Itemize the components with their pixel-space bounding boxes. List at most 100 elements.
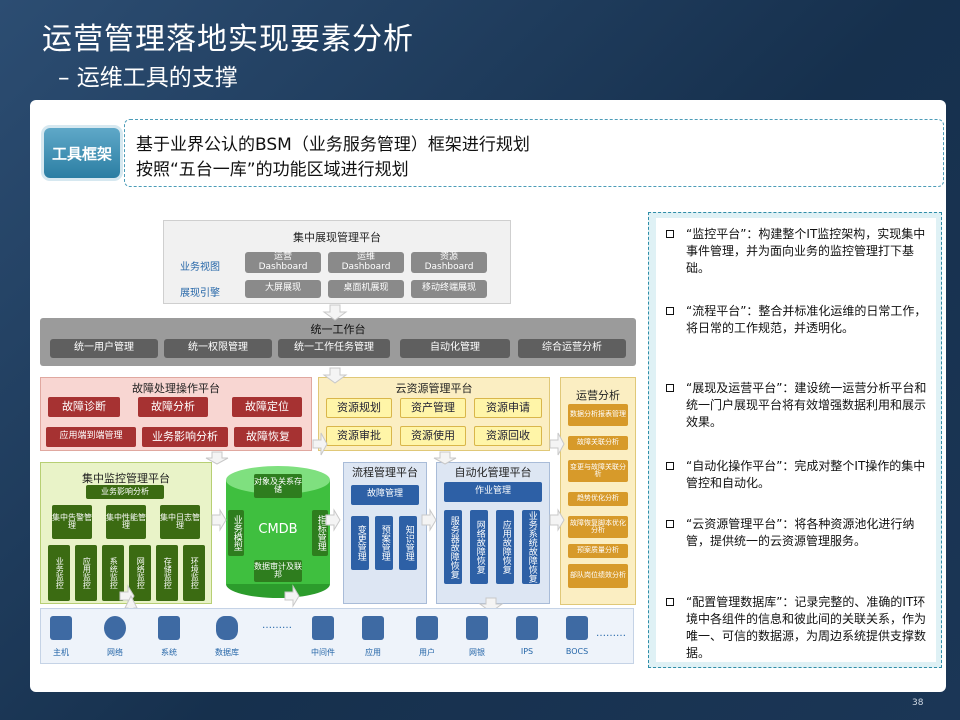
slide-subtitle: – 运维工具的支撑 xyxy=(58,65,238,91)
workbench-analysis: 综合运营分析 xyxy=(518,339,626,358)
workbench-user: 统一用户管理 xyxy=(50,339,158,358)
headline-line-1: 基于业界公认的BSM（业务服务管理）框架进行规划 xyxy=(136,135,530,155)
database-icon xyxy=(216,616,238,640)
notes-inner xyxy=(656,218,936,662)
business-system-recovery: 业务系统故障恢复 xyxy=(522,510,540,584)
monitor-environment: 环境监控 xyxy=(183,545,205,601)
bullet-monitor-text: “监控平台”：构建整个IT监控架构，实现集中事件管理，并为面向业务的监控管理打下… xyxy=(686,227,926,275)
host-icon xyxy=(50,616,72,640)
ips-icon xyxy=(516,616,538,640)
ops-item-6: 预案质量分析 xyxy=(568,544,628,558)
cmdb-object-storage: 对象及关系存储 xyxy=(254,474,302,498)
resource-request: 资源申请 xyxy=(474,398,542,418)
page-number: 38 xyxy=(912,698,924,708)
bullet-cloud-text: “云资源管理平台”：将各种资源池化进行纳管，提供统一的云资源管理服务。 xyxy=(686,517,915,548)
ops-item-7: 部队岗位绩效分析 xyxy=(568,564,628,588)
system-icon xyxy=(158,616,180,640)
workbench-title: 统一工作台 xyxy=(310,323,366,336)
resource-usage: 资源使用 xyxy=(400,426,466,446)
bullet-process-text: “流程平台”：整合并标准化运维的日常工作，将日常的工作规范，并透明化。 xyxy=(686,304,927,335)
dashboard-maint: 运维 Dashboard xyxy=(328,252,404,273)
user-icon xyxy=(416,616,438,640)
monitor-application: 应用监控 xyxy=(75,545,97,601)
automation-platform-title: 自动化管理平台 xyxy=(454,466,532,479)
slide-title: 运营管理落地实现要素分析 xyxy=(42,22,414,57)
bullet-monitor: “监控平台”：构建整个IT监控架构，实现集中事件管理，并为面向业务的监控管理打下… xyxy=(664,226,932,277)
network-recovery: 网络故障恢复 xyxy=(470,510,488,584)
central-log: 集中日志管理 xyxy=(160,505,200,539)
monitor-business: 业务监控 xyxy=(48,545,70,601)
bocs-icon xyxy=(566,616,588,640)
bullet-cmdb-text: “配置管理数据库”：记录完整的、准确的IT环境中各组件的信息和彼此间的关联关系，… xyxy=(686,595,927,660)
resource-application: 应用 xyxy=(365,648,381,657)
ellipsis-left: ……… xyxy=(262,620,292,631)
cmdb-business-model: 业务模型 xyxy=(228,510,244,556)
resource-network: 网络 xyxy=(107,648,123,657)
monitor-system: 系统监控 xyxy=(102,545,124,601)
resource-bocs: BOCS xyxy=(565,647,589,656)
fault-platform-title: 故障处理操作平台 xyxy=(132,382,220,395)
ops-analysis-title: 运营分析 xyxy=(576,389,620,402)
ebank-icon xyxy=(466,616,488,640)
dashboard-ops: 运营 Dashboard xyxy=(245,252,321,273)
resource-ips: IPS xyxy=(520,647,534,656)
process-platform-title: 流程管理平台 xyxy=(352,466,418,479)
resource-planning: 资源规划 xyxy=(326,398,392,418)
resource-host: 主机 xyxy=(53,648,69,657)
ops-item-3: 变更与故障关联分析 xyxy=(568,460,628,482)
cloud-platform-title: 云资源管理平台 xyxy=(395,382,473,395)
server-recovery: 服务器故障恢复 xyxy=(444,510,462,584)
business-impact: 业务影响分析 xyxy=(142,427,228,447)
resource-database: 数据库 xyxy=(215,648,239,657)
bullet-cloud: “云资源管理平台”：将各种资源池化进行纳管，提供统一的云资源管理服务。 xyxy=(664,516,932,550)
display-engine-label: 展现引擎 xyxy=(180,288,220,299)
bullet-automation: “自动化操作平台”：完成对整个IT操作的集中管控和自动化。 xyxy=(664,458,932,492)
change-management: 变更管理 xyxy=(351,516,369,570)
engine-desktop: 桌面机展现 xyxy=(328,280,404,298)
asset-management: 资产管理 xyxy=(400,398,466,418)
bullet-display-text: “展现及运营平台”：建设统一运营分析平台和统一门户展现平台将有效增强数据利用和展… xyxy=(686,381,927,429)
knowledge-management: 知识管理 xyxy=(399,516,417,570)
fault-diagnosis: 故障诊断 xyxy=(48,397,120,417)
bullet-automation-text: “自动化操作平台”：完成对整个IT操作的集中管控和自动化。 xyxy=(686,459,926,490)
dashboard-resource: 资源 Dashboard xyxy=(411,252,487,273)
job-management: 作业管理 xyxy=(444,482,542,502)
central-performance: 集中性能管理 xyxy=(106,505,146,539)
connector-arrows xyxy=(119,304,565,616)
engine-mobile: 移动终端展现 xyxy=(411,280,487,298)
resource-ebank: 网银 xyxy=(469,648,485,657)
workbench-permission: 统一权限管理 xyxy=(164,339,272,358)
ops-item-4: 趋势优化分析 xyxy=(568,492,628,506)
resource-user: 用户 xyxy=(419,648,435,657)
bullet-cmdb: “配置管理数据库”：记录完整的、准确的IT环境中各组件的信息和彼此间的关联关系，… xyxy=(664,594,932,662)
plan-management: 预案管理 xyxy=(375,516,393,570)
resource-recycle: 资源回收 xyxy=(474,426,542,446)
resource-middleware: 中间件 xyxy=(311,648,335,657)
cmdb-data-audit: 数据审计及联邦 xyxy=(254,560,302,582)
bullet-display: “展现及运营平台”：建设统一运营分析平台和统一门户展现平台将有效增强数据利用和展… xyxy=(664,380,932,431)
engine-bigscreen: 大屏展现 xyxy=(245,280,321,298)
central-alarm: 集中告警管理 xyxy=(52,505,92,539)
monitor-storage: 存储监控 xyxy=(156,545,178,601)
cmdb-name: CMDB xyxy=(258,522,298,537)
network-icon xyxy=(104,616,126,640)
display-platform-title: 集中展现管理平台 xyxy=(293,231,381,244)
monitor-platform-title: 集中监控管理平台 xyxy=(82,472,170,485)
fault-location: 故障定位 xyxy=(232,397,302,417)
fault-analysis: 故障分析 xyxy=(138,397,208,417)
app-end-to-end: 应用端到端管理 xyxy=(46,427,136,447)
headline-line-2: 按照“五台一库”的功能区域进行规划 xyxy=(136,160,409,180)
resource-system: 系统 xyxy=(161,648,177,657)
middleware-icon xyxy=(312,616,334,640)
application-icon xyxy=(362,616,384,640)
fault-management: 故障管理 xyxy=(351,485,419,505)
framework-tag: 工具框架 xyxy=(44,128,120,178)
business-view-label: 业务视图 xyxy=(180,262,220,273)
workbench-task: 统一工作任务管理 xyxy=(278,339,390,358)
resource-approval: 资源审批 xyxy=(326,426,392,446)
monitor-network: 网络监控 xyxy=(129,545,151,601)
fault-recovery: 故障恢复 xyxy=(234,427,302,447)
bullet-process: “流程平台”：整合并标准化运维的日常工作，将日常的工作规范，并透明化。 xyxy=(664,303,932,337)
workbench-automation: 自动化管理 xyxy=(400,339,510,358)
ellipsis-right: ……… xyxy=(596,628,626,639)
